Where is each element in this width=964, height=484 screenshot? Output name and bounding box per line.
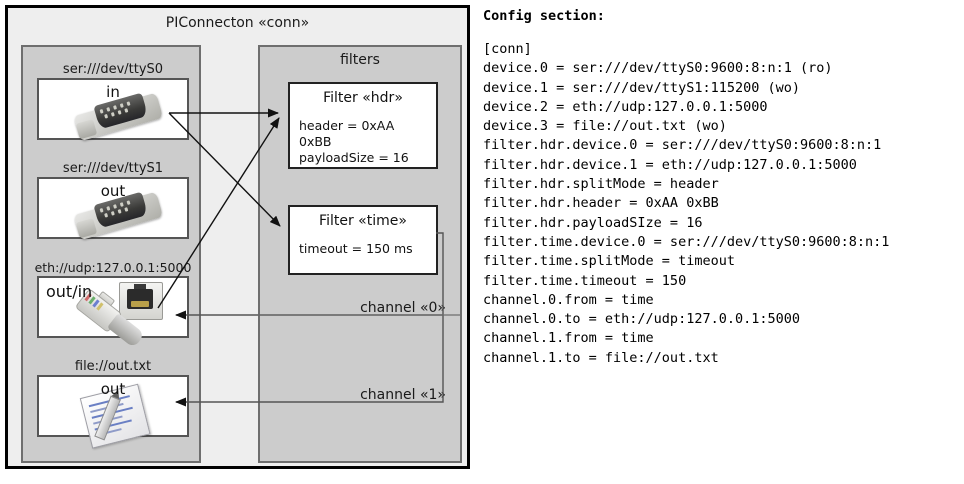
device-box[interactable]: out/in [37,276,189,349]
filter-time-box[interactable]: Filter «time» timeout = 150 ms [288,205,438,275]
config-line: [conn] [483,41,532,57]
filters-panel-title: filters [340,52,380,68]
device-ser-ttys1[interactable]: ser:///dev/ttyS1 out [37,160,189,241]
connection-diagram: PIConnecton «conn» ser:///dev/ttyS0 in [5,5,470,469]
filter-hdr-box[interactable]: Filter «hdr» header = 0xAA 0xBB payloadS… [288,82,438,169]
filter-title: Filter «hdr» [323,90,403,106]
network-jack-icon [119,282,163,320]
config-line: filter.hdr.device.0 = ser:///dev/ttyS0:9… [483,137,882,154]
config-line: filter.hdr.payloadSIze = 16 [483,214,703,231]
config-line: device.2 = eth://udp:127.0.0.1:5000 [483,98,768,115]
config-line: device.0 = ser:///dev/ttyS0:9600:8:n:1 (… [483,60,833,77]
device-direction: out [100,380,126,398]
device-file-out[interactable]: file://out.txt out [37,358,189,449]
config-line: filter.hdr.header = 0xAA 0xBB [483,195,719,212]
config-line: filter.time.device.0 = ser:///dev/ttyS0:… [483,233,890,250]
config-line: channel.0.from = time [483,291,654,308]
config-line: filter.hdr.splitMode = header [483,176,719,193]
filter-title: Filter «time» [319,213,407,229]
device-box[interactable]: out [37,375,189,449]
config-heading: Config section: [483,8,605,24]
config-line: channel.1.to = file://out.txt [483,349,719,366]
filters-panel: filters Filter «hdr» header = 0xAA 0xBB … [258,45,462,463]
device-label: file://out.txt [74,359,152,374]
device-label: ser:///dev/ttyS1 [62,161,164,176]
device-label: eth://udp:127.0.0.1:5000 [34,260,192,275]
config-line: channel.0.to = eth://udp:127.0.0.1:5000 [483,311,800,328]
config-line: channel.1.from = time [483,330,654,347]
diagram-title: PIConnecton «conn» [165,15,310,31]
filter-properties: header = 0xAA 0xBB payloadSize = 16 [290,110,436,176]
filter-property: payloadSize = 16 [299,150,409,165]
config-section: Config section: [conn] device.0 = ser:///… [483,8,953,368]
device-ser-ttys0[interactable]: ser:///dev/ttyS0 in [37,61,189,142]
device-box[interactable]: out [37,177,189,241]
device-direction: out [100,182,126,200]
filter-properties: timeout = 150 ms [290,233,436,267]
config-line: device.1 = ser:///dev/ttyS1:115200 (wo) [483,79,800,96]
device-direction: in [106,83,120,101]
config-line: device.3 = file://out.txt (wo) [483,118,727,135]
config-lines: [conn] device.0 = ser:///dev/ttyS0:9600:8… [483,40,953,368]
device-box[interactable]: in [37,78,189,142]
channel-0-label: channel «0» [360,300,446,316]
device-eth-udp[interactable]: eth://udp:127.0.0.1:5000 out/in [35,259,191,349]
filter-property: header = 0xAA 0xBB [299,118,395,149]
config-line: filter.time.timeout = 150 [483,272,687,289]
device-label: ser:///dev/ttyS0 [62,62,164,77]
filter-property: timeout = 150 ms [299,241,413,256]
config-line: filter.hdr.device.1 = eth://udp:127.0.0.… [483,156,857,173]
device-direction: out/in [46,282,93,301]
config-line: filter.time.splitMode = timeout [483,253,735,270]
channel-1-label: channel «1» [360,387,446,403]
devices-panel: ser:///dev/ttyS0 in ser:///dev/ [21,45,201,463]
